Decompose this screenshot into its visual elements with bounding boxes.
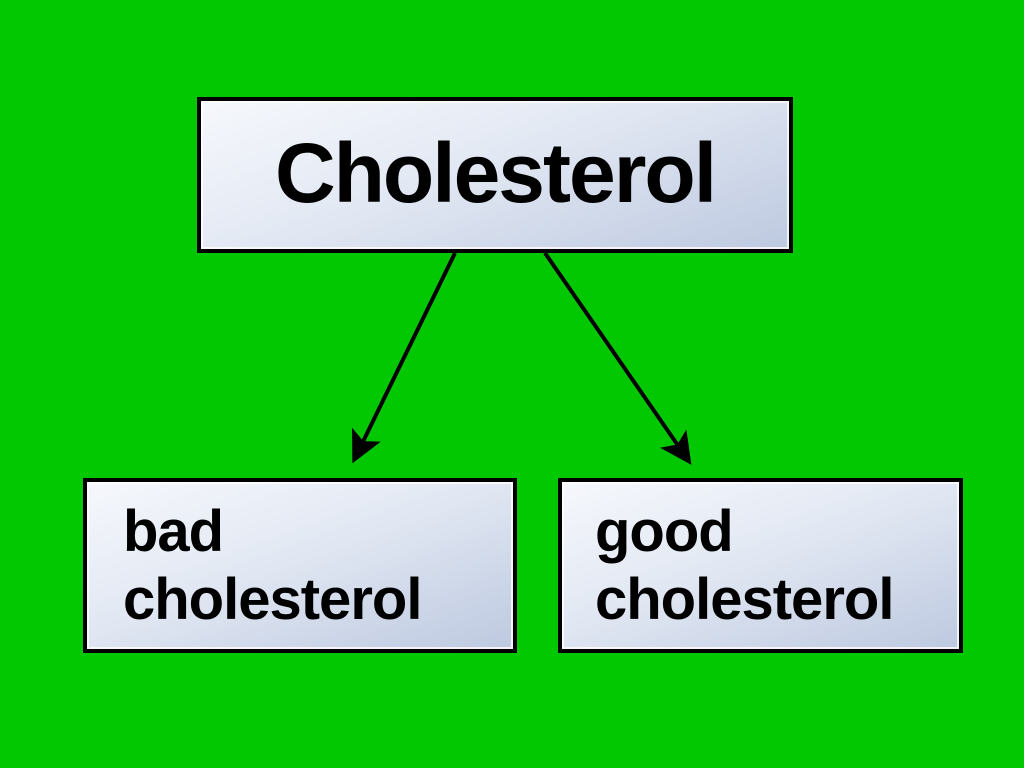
- node-good-cholesterol-label: good cholesterol: [595, 498, 894, 632]
- node-cholesterol-label: Cholesterol: [274, 126, 717, 220]
- node-good-cholesterol: good cholesterol: [558, 478, 963, 653]
- node-cholesterol: Cholesterol: [197, 97, 793, 253]
- edge-root-to-good-arrow: [543, 251, 692, 465]
- node-bad-cholesterol-label: bad cholesterol: [123, 498, 422, 632]
- node-bad-cholesterol: bad cholesterol: [83, 478, 517, 653]
- edge-root-to-bad-arrow: [352, 252, 457, 464]
